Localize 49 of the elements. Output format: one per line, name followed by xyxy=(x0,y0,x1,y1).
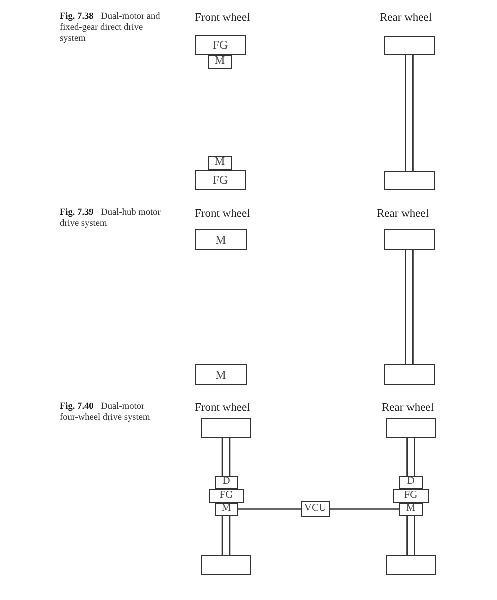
wheel-box xyxy=(201,418,251,438)
connection-line xyxy=(330,508,399,510)
component-label: FG xyxy=(212,39,228,51)
component-label: D xyxy=(407,477,415,488)
wheel-box xyxy=(386,555,436,575)
wheel-box xyxy=(384,229,435,250)
wheel-box xyxy=(384,364,435,385)
component-label: M xyxy=(214,157,226,169)
wheel-label: Front wheel xyxy=(195,208,250,221)
component-label: FG xyxy=(220,490,234,502)
axle-shaft xyxy=(405,55,414,171)
wheel-box xyxy=(386,418,436,438)
connection-line xyxy=(238,508,301,510)
component-label: FG xyxy=(404,490,418,502)
component-box xyxy=(399,476,423,489)
component-box xyxy=(195,364,247,385)
component-box xyxy=(215,503,238,516)
component-label: M xyxy=(222,504,232,515)
component-label: M xyxy=(216,368,226,380)
component-label: VCU xyxy=(304,504,327,514)
component-box xyxy=(208,55,232,69)
component-box xyxy=(195,229,247,250)
component-box xyxy=(208,156,232,170)
component-box xyxy=(301,501,330,517)
component-box xyxy=(215,476,238,489)
component-box xyxy=(195,170,246,190)
component-box xyxy=(393,489,429,503)
wheel-box xyxy=(201,555,251,575)
component-label: D xyxy=(222,477,230,488)
wheel-box xyxy=(384,36,435,55)
wheel-label: Rear wheel xyxy=(380,12,432,25)
component-box xyxy=(399,503,423,516)
wheel-label: Rear wheel xyxy=(382,402,434,415)
figure-caption: Fig. 7.40 Dual-motor four-wheel drive system xyxy=(60,402,152,424)
component-label: M xyxy=(406,504,416,515)
component-label: M xyxy=(214,56,226,68)
wheel-label: Front wheel xyxy=(195,12,250,25)
wheel-label: Rear wheel xyxy=(377,208,430,221)
axle-shaft xyxy=(222,516,231,555)
wheel-box xyxy=(384,171,435,190)
wheel-label: Front wheel xyxy=(195,402,250,415)
component-label: M xyxy=(216,234,226,246)
figure-caption: Fig. 7.38 Dual-motor and fixed-gear direct drive system xyxy=(60,12,162,45)
axle-shaft xyxy=(405,250,414,364)
component-box xyxy=(209,489,244,503)
component-label: FG xyxy=(212,174,228,186)
axle-shaft xyxy=(406,516,416,555)
figure-caption: Fig. 7.39 Dual-hub motor drive system xyxy=(60,208,162,230)
component-box xyxy=(195,35,246,55)
